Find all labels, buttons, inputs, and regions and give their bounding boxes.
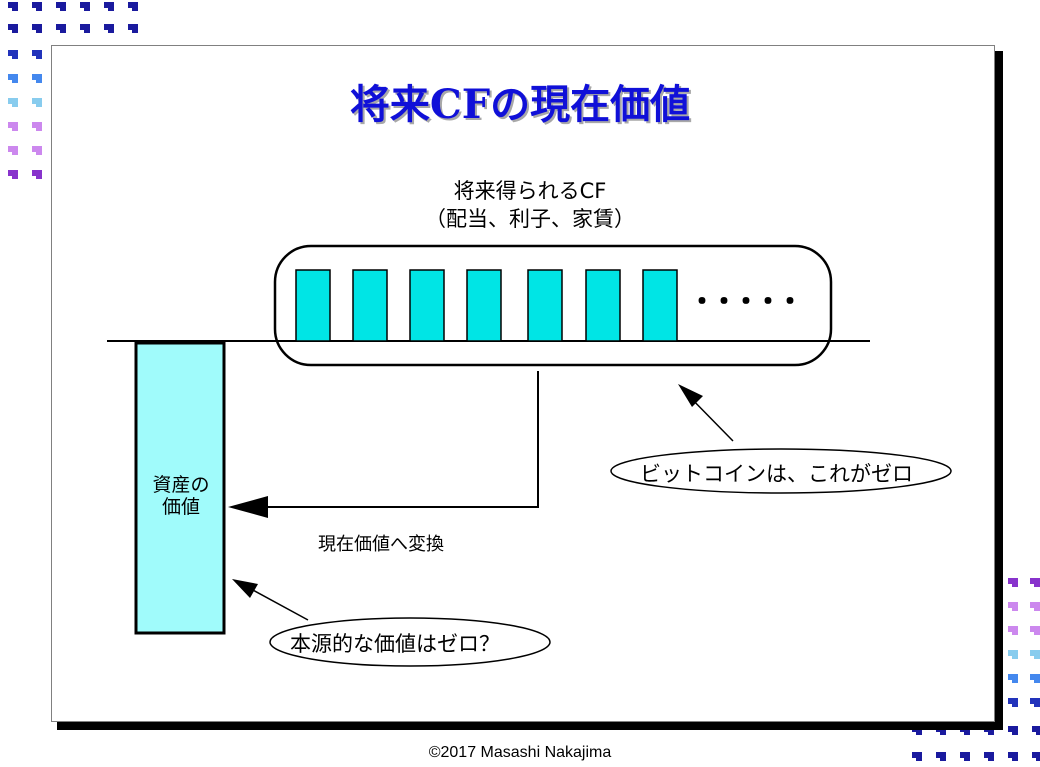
deco-square [56,24,66,33]
deco-square [32,74,42,83]
cf-frame [273,244,833,367]
deco-square [8,146,18,155]
deco-square [104,2,114,11]
asset-value-box [134,341,226,635]
deco-square [8,122,18,131]
present-value-label: 現在価値へ変換 [318,534,444,555]
cf-bar-3 [409,269,445,342]
deco-square [912,726,922,735]
callout-bitcoin-text: ビットコインは、これがゼロ [640,462,913,486]
cf-bar-4 [466,269,502,342]
cf-bar-5 [527,269,563,342]
cf-bar-6 [585,269,621,342]
deco-square [32,170,42,179]
deco-square [960,752,970,761]
deco-square [1008,674,1018,683]
slide-title: 将来CFの現在価値 [349,81,691,128]
deco-square [1030,602,1040,611]
callout-intrinsic-ellipse [269,617,551,667]
deco-square [80,24,90,33]
deco-square [8,24,18,33]
asset-value-label-line1: 資産の [152,474,210,496]
deco-square [1032,726,1040,735]
deco-square [32,146,42,155]
present-value-arrowhead [228,496,268,518]
asset-value-label-line2: 価値 [161,496,200,518]
future-cf-examples: （配当、利子、家賃） [425,207,635,231]
deco-square [8,50,18,59]
deco-square [1008,650,1018,659]
present-value-arrow [234,371,539,508]
deco-square [32,122,42,131]
asset-value-label: 資産の 価値 [137,474,225,518]
deco-square [1008,626,1018,635]
deco-square [1008,752,1018,761]
deco-square [8,98,18,107]
deco-square [984,726,994,735]
deco-square [32,50,42,59]
deco-square [56,2,66,11]
callout-bitcoin-ellipse [610,448,952,494]
intrinsic-pointer-head [232,579,258,598]
copyright: ©2017 Masashi Nakajima [428,744,612,761]
cf-bars [295,269,678,342]
deco-square [32,24,42,33]
deco-square [32,98,42,107]
deco-square [936,726,946,735]
callout-intrinsic-text: 本源的な価値はゼロ？ [290,632,500,656]
deco-square [104,24,114,33]
deco-square [80,2,90,11]
deco-square [1032,752,1040,761]
deco-square [1030,626,1040,635]
deco-square [128,24,138,33]
deco-square [1030,578,1040,587]
cf-bar-7 [642,269,678,342]
bitcoin-pointer-head [678,384,703,407]
deco-square [984,752,994,761]
deco-square [1030,674,1040,683]
deco-square [936,752,946,761]
continuation-dots: ・・・・・ [688,285,804,318]
deco-square [32,2,42,11]
deco-square [1008,578,1018,587]
deco-square [128,2,138,11]
deco-square [8,170,18,179]
deco-square [8,2,18,11]
deco-square [912,752,922,761]
cf-bar-1 [295,269,331,342]
deco-square [1008,698,1018,707]
deco-square [1008,602,1018,611]
deco-square [8,74,18,83]
future-cf-label: 将来得られるCF [453,179,607,203]
deco-square [960,726,970,735]
deco-square [1008,726,1018,735]
deco-square [1030,650,1040,659]
deco-square [1030,698,1040,707]
cf-bar-2 [352,269,388,342]
